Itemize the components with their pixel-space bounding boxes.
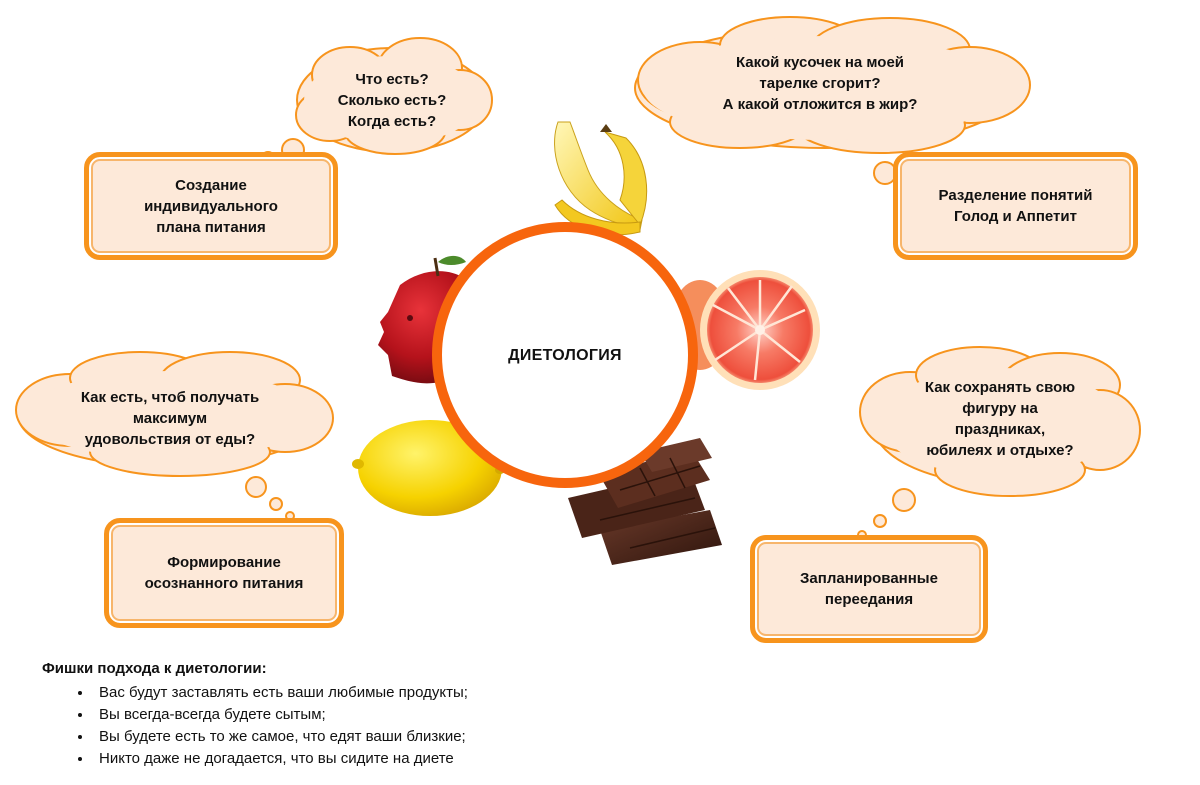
cloud-pleasure-bubbles xyxy=(245,476,295,521)
box-text-line: переедания xyxy=(824,591,914,608)
cloud-what-to-eat xyxy=(295,37,493,155)
cloud-which-piece-text: Какой кусочек на моей тарелке сгорит? А … xyxy=(690,52,950,115)
cloud-text-line: Какой кусочек на моей xyxy=(735,54,905,71)
cloud-pleasure xyxy=(15,351,334,477)
cloud-text-line: максимум xyxy=(132,410,208,427)
box-text-line: Формирование xyxy=(167,554,281,571)
notes-item: Вы будете есть то же самое, что едят ваш… xyxy=(93,726,742,748)
cloud-text-line: Что есть? xyxy=(355,71,429,88)
box-text-line: Создание xyxy=(175,176,247,194)
notes-item: Никто даже не догадается, что вы сидите … xyxy=(93,748,742,770)
box-individual-plan: Создание индивидуального плана питания xyxy=(84,152,338,260)
cloud-pleasure-text: Как есть, чтоб получать максимум удоволь… xyxy=(55,387,285,450)
box-text-line: Разделение понятий xyxy=(938,187,1093,204)
chocolate-icon xyxy=(568,438,722,565)
cloud-holidays xyxy=(859,346,1141,497)
box-conscious-eating: Формирование осознанного питания xyxy=(104,518,344,628)
cloud-text-line: тарелке сгорит? xyxy=(759,75,881,92)
box-planned-overeating: Запланированные переедания xyxy=(750,535,988,643)
cloud-text-line: Как сохранять свою xyxy=(924,379,1076,396)
cloud-text-line: удовольствия от еды? xyxy=(84,431,256,448)
grapefruit-icon xyxy=(670,270,820,390)
box-hunger-appetite: Разделение понятий Голод и Аппетит xyxy=(893,152,1138,260)
box-text-line: плана питания xyxy=(156,218,266,236)
cloud-text-line: Сколько есть? xyxy=(337,92,447,109)
cloud-what-to-eat-text: Что есть? Сколько есть? Когда есть? xyxy=(312,69,472,132)
cloud-text-line: фигуру на xyxy=(962,400,1038,417)
box-text-line: индивидуального xyxy=(144,197,278,215)
notes-item: Вас будут заставлять есть ваши любимые п… xyxy=(93,682,742,704)
center-circle xyxy=(432,222,698,488)
cloud-text-line: Когда есть? xyxy=(347,113,437,130)
box-text-line: Голод и Аппетит xyxy=(954,208,1077,225)
notes-title: Фишки подхода к диетологии: xyxy=(42,660,267,677)
cloud-text-line: юбилеях и отдыхе? xyxy=(926,442,1074,459)
notes-section: Фишки подхода к диетологии: Вас будут за… xyxy=(42,660,742,770)
box-text-line: Запланированные xyxy=(800,570,938,587)
notes-list: Вас будут заставлять есть ваши любимые п… xyxy=(42,682,742,770)
cloud-which-piece xyxy=(634,16,1031,154)
cloud-text-line: Как есть, чтоб получать xyxy=(80,389,260,406)
cloud-text-line: А какой отложится в жир? xyxy=(722,96,918,113)
center-label: ДИЕТОЛОГИЯ xyxy=(508,347,622,364)
notes-item: Вы всегда-всегда будете сытым; xyxy=(93,704,742,726)
cloud-holidays-text: Как сохранять свою фигуру на праздниках,… xyxy=(895,377,1105,461)
box-text-line: осознанного питания xyxy=(144,575,304,592)
cloud-text-line: праздниках, xyxy=(954,421,1046,438)
cloud-holidays-bubbles xyxy=(857,488,916,540)
banana-icon xyxy=(554,121,648,236)
